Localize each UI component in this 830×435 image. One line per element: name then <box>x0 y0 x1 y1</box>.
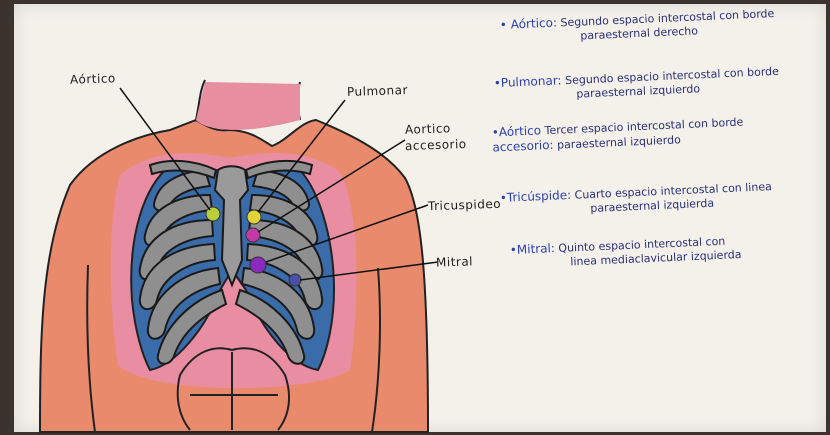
neck-skin <box>196 82 300 130</box>
note-term: •Aórtico <box>491 123 541 139</box>
note-term2: accesorio: <box>492 138 554 155</box>
label-aortico-accesorio-line2: accesorio <box>405 137 467 153</box>
note-term: •Tricúspide: <box>499 188 571 205</box>
note-term: •Pulmonar: <box>494 73 562 90</box>
mitral-point-dot <box>289 274 301 286</box>
tricuspide-point-dot <box>250 257 266 273</box>
label-aortico: Aórtico <box>70 71 116 87</box>
label-tricuspideo: Tricuspideo <box>428 197 502 214</box>
pulmonar-point-dot <box>247 210 261 224</box>
label-pulmonar: Pulmonar <box>347 83 408 99</box>
note-term: •Mitral: <box>509 241 555 257</box>
accesorio-point-dot <box>246 228 260 242</box>
label-mitral: Mitral <box>436 254 473 269</box>
note-term: • Aórtico: <box>499 16 557 32</box>
label-aortico-accesorio-line1: Aortico <box>405 121 451 137</box>
aortic-point-dot <box>206 207 220 221</box>
